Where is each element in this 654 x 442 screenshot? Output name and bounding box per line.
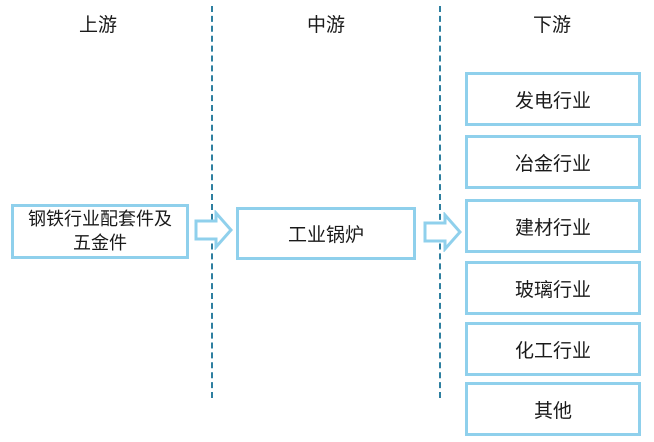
downstream-label: 其他 [533, 399, 572, 422]
downstream-label: 冶金行业 [514, 152, 591, 175]
header-midstream: 中游 [306, 14, 345, 36]
arrow-right-icon [423, 212, 463, 252]
header-upstream: 上游 [78, 14, 117, 36]
divider-midstream-downstream [439, 6, 441, 398]
downstream-box: 其他 [465, 382, 641, 436]
downstream-box: 冶金行业 [465, 135, 641, 189]
downstream-label: 建材行业 [514, 216, 591, 239]
arrow-right-icon [194, 210, 234, 250]
upstream-label: 钢铁行业配套件及五金件 [28, 208, 172, 254]
downstream-box: 化工行业 [465, 322, 641, 376]
midstream-label: 工业锅炉 [287, 224, 364, 246]
downstream-box: 建材行业 [465, 199, 641, 253]
divider-upstream-midstream [211, 6, 213, 398]
downstream-box: 发电行业 [465, 72, 641, 126]
downstream-box: 玻璃行业 [465, 261, 641, 315]
downstream-label: 化工行业 [514, 339, 591, 362]
downstream-label: 发电行业 [514, 89, 591, 112]
upstream-box: 钢铁行业配套件及五金件 [11, 204, 189, 259]
header-downstream: 下游 [532, 14, 571, 36]
midstream-box: 工业锅炉 [236, 207, 416, 260]
downstream-label: 玻璃行业 [514, 278, 591, 301]
